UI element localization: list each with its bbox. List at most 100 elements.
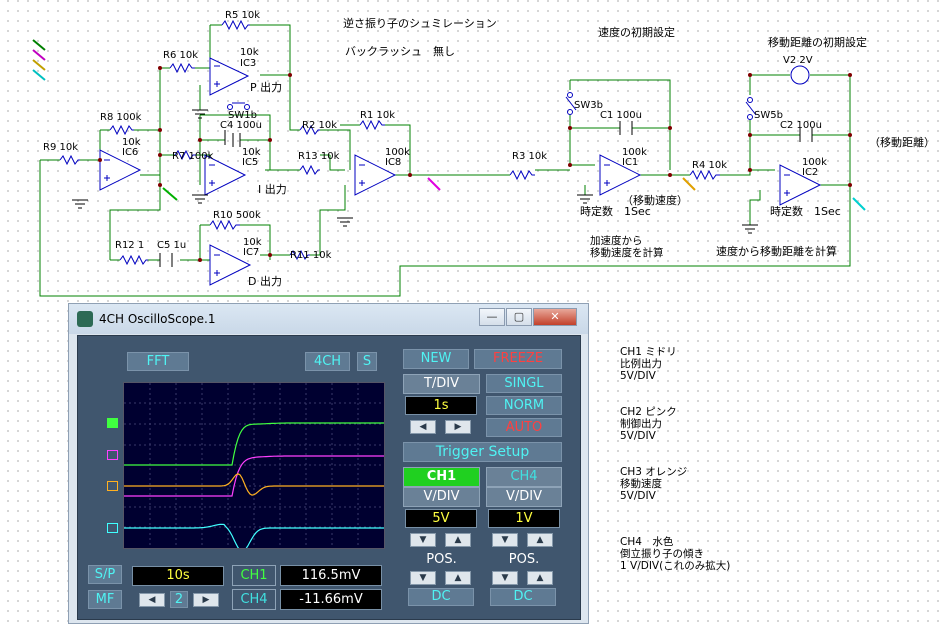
ic6-name: IC6 (122, 147, 138, 158)
r3-label: R3 10k (512, 151, 547, 162)
s-button[interactable]: S (357, 352, 377, 371)
ch1-pos-label: POS. (426, 552, 457, 567)
ch4-vdiv-down-button[interactable]: ▼ (492, 533, 518, 547)
switch-symbols (227, 92, 757, 120)
trace-ch1 (124, 422, 384, 466)
minimize-button[interactable]: — (479, 308, 505, 326)
close-button[interactable]: ✕ (533, 308, 577, 326)
ch2-position-marker[interactable] (107, 450, 118, 460)
auto-button[interactable]: AUTO (486, 418, 562, 437)
ic1-name: IC1 (622, 157, 638, 168)
time-constant-2: 時定数 1Sec (770, 204, 841, 218)
velocity-init-label: 速度の初期設定 (598, 25, 675, 39)
resistor-symbols (59, 19, 720, 266)
ch1-header[interactable]: CH1 (403, 467, 480, 487)
r13-label: R13 10k (298, 151, 340, 162)
r1-label: R1 10k (360, 110, 395, 121)
ch4-pos-down-button[interactable]: ▼ (492, 571, 518, 585)
ic5-gain: 10k (242, 147, 261, 158)
4ch-button[interactable]: 4CH (305, 352, 350, 371)
c1-label: C1 100u (600, 110, 642, 121)
readout-ch1-value: 116.5mV (280, 565, 382, 586)
voltage-source (790, 65, 810, 85)
c2-label: C2 100u (780, 120, 822, 131)
note-ch1: CH1 ミドリ 比例出力 5V/DIV (620, 346, 677, 382)
tdiv-increase-button[interactable]: ▶ (445, 420, 471, 434)
velocity-to-distance-label: 速度から移動距離を計算 (716, 244, 837, 258)
wires (39, 24, 851, 297)
sp-button[interactable]: S/P (88, 565, 122, 584)
scope-screen (123, 382, 385, 552)
ic8-name: IC8 (385, 157, 401, 168)
r6-label: R6 10k (163, 50, 198, 61)
page-number: 2 (170, 591, 188, 608)
ic2-name: IC2 (802, 167, 818, 178)
sw1b-label: SW1b (228, 110, 257, 121)
trigger-setup-button[interactable]: Trigger Setup (403, 442, 562, 462)
ic1-gain: 100k (622, 147, 647, 158)
ch4-vdiv-up-button[interactable]: ▲ (527, 533, 553, 547)
r7-label: R7 100k (172, 151, 214, 162)
time-constant-1: 時定数 1Sec (580, 204, 651, 218)
maximize-button[interactable]: ▢ (506, 308, 532, 326)
ic8-gain: 100k (385, 147, 410, 158)
distance-init-label: 移動距離の初期設定 (768, 35, 867, 49)
single-button[interactable]: SINGL (486, 374, 562, 393)
trace-ch2 (124, 455, 384, 497)
trace-ch3 (124, 473, 384, 496)
opamp-symbols (99, 57, 822, 286)
velocity-label: （移動速度） (622, 193, 688, 207)
readout-ch4-value: -11.66mV (280, 589, 382, 610)
schematic-labels: 逆さ振り子のシュミレーション バックラッシュ 無し 速度の初期設定 移動距離の初… (43, 10, 935, 288)
mf-button[interactable]: MF (88, 590, 122, 609)
ic2-gain: 100k (802, 157, 827, 168)
probe-markers (32, 39, 866, 211)
new-button[interactable]: NEW (403, 349, 469, 369)
ch1-position-marker[interactable] (107, 418, 118, 428)
norm-button[interactable]: NORM (486, 396, 562, 415)
accel-to-velocity-label: 加速度から 移動速度を計算 (590, 235, 664, 259)
ch1-vdiv-up-button[interactable]: ▲ (445, 533, 471, 547)
opamp-signs (104, 65, 790, 276)
fft-button[interactable]: FFT (127, 352, 189, 371)
page-prev-button[interactable]: ◀ (139, 593, 165, 607)
ic5-name: IC5 (242, 157, 258, 168)
c5-label: C5 1u (157, 240, 186, 251)
ground-symbols (72, 109, 758, 234)
freeze-button[interactable]: FREEZE (474, 349, 562, 369)
readout-ch1-label: CH1 (232, 565, 276, 586)
tdiv-decrease-button[interactable]: ◀ (410, 420, 436, 434)
ch1-pos-up-button[interactable]: ▲ (445, 571, 471, 585)
ch1-pos-down-button[interactable]: ▼ (410, 571, 436, 585)
junction-dots (98, 66, 852, 262)
ch4-vdiv-value: 1V (488, 509, 560, 528)
window-title: 4CH OscilloScope.1 (99, 312, 216, 326)
ch1-coupling-button[interactable]: DC (408, 588, 474, 606)
ic7-gain: 10k (243, 237, 262, 248)
ch3-position-marker[interactable] (107, 481, 118, 491)
r12-label: R12 1 (115, 240, 144, 251)
trace-ch4 (124, 523, 384, 552)
r5-label: R5 10k (225, 10, 260, 21)
ch1-vdiv-down-button[interactable]: ▼ (410, 533, 436, 547)
window-titlebar[interactable]: 4CH OscilloScope.1 — ▢ ✕ (69, 304, 588, 334)
ch4-header[interactable]: CH4 (486, 467, 562, 487)
sw3b-label: SW3b (574, 100, 603, 111)
ch4-position-marker[interactable] (107, 523, 118, 533)
ch4-pos-up-button[interactable]: ▲ (527, 571, 553, 585)
ch4-coupling-button[interactable]: DC (490, 588, 556, 606)
ch4-vdiv-label: V/DIV (486, 487, 562, 507)
ch1-vdiv-label: V/DIV (403, 487, 480, 507)
i-output-label: I 出力 (258, 182, 287, 196)
r2-label: R2 10k (302, 120, 337, 131)
tdiv-label: T/DIV (403, 374, 480, 394)
r10-label: R10 500k (213, 210, 261, 221)
sw5b-label: SW5b (754, 110, 783, 121)
p-output-label: P 出力 (250, 80, 282, 94)
page-next-button[interactable]: ▶ (193, 593, 219, 607)
v2-label: V2 2V (783, 55, 813, 66)
note-ch4: CH4 水色 倒立振り子の傾き 1 V/DIV(これのみ拡大) (620, 536, 731, 572)
scope-grid (124, 383, 384, 548)
oscilloscope-app-icon (77, 311, 93, 327)
